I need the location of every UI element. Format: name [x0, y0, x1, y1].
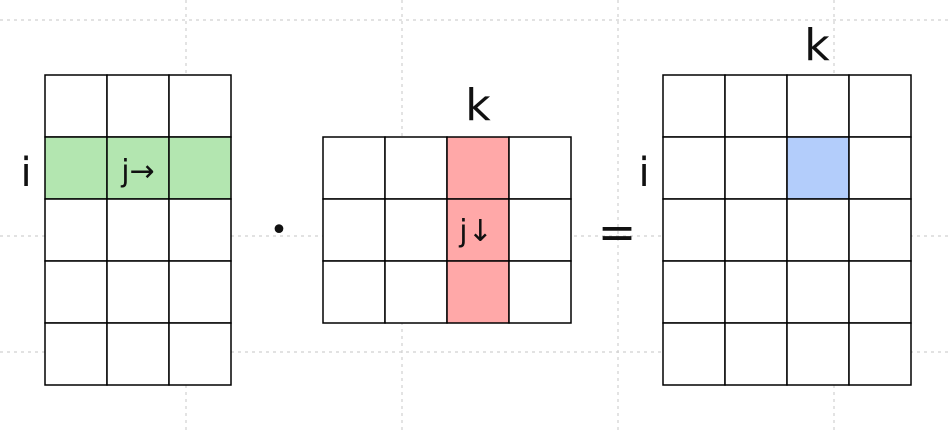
highlighted-matrix-cell	[168, 136, 232, 200]
left-matrix	[44, 74, 232, 386]
matrix-cell	[384, 198, 448, 262]
label-col-arrow: j↓	[458, 214, 492, 249]
matrix-cell	[168, 322, 232, 386]
matrix-cell	[662, 260, 726, 324]
matrix-cell	[168, 74, 232, 138]
matrix-cell	[44, 74, 108, 138]
middle-matrix	[322, 136, 572, 324]
matrix-cell	[384, 260, 448, 324]
result-matrix	[662, 74, 912, 386]
matrix-cell	[322, 198, 386, 262]
matrix-cell	[168, 260, 232, 324]
matrix-cell	[662, 198, 726, 262]
matrix-cell	[724, 74, 788, 138]
matrix-cell	[848, 136, 912, 200]
label-i-left: i	[20, 150, 31, 196]
matrix-cell	[662, 322, 726, 386]
label-i-result: i	[638, 150, 649, 196]
matrix-cell	[724, 322, 788, 386]
matrix-cell	[848, 260, 912, 324]
matrix-cell	[662, 74, 726, 138]
matrix-cell	[508, 136, 572, 200]
matrix-cell	[44, 260, 108, 324]
highlighted-matrix-cell	[106, 136, 170, 200]
matrix-cell	[106, 198, 170, 262]
matrix-cell	[322, 260, 386, 324]
matrix-cell	[508, 198, 572, 262]
highlighted-matrix-cell	[44, 136, 108, 200]
matrix-cell	[848, 322, 912, 386]
matrix-cell	[848, 74, 912, 138]
label-k-middle: k	[465, 80, 491, 131]
operator-dot: •	[270, 213, 288, 248]
matrix-cell	[786, 322, 850, 386]
matrix-cell	[786, 74, 850, 138]
matrix-cell	[106, 74, 170, 138]
matrix-cell	[322, 136, 386, 200]
matrix-cell	[106, 260, 170, 324]
matrix-cell	[724, 260, 788, 324]
matrix-cell	[662, 136, 726, 200]
matrix-cell	[508, 260, 572, 324]
matrix-cell	[44, 322, 108, 386]
highlighted-matrix-cell	[446, 260, 510, 324]
matrix-cell	[724, 198, 788, 262]
highlighted-matrix-cell	[446, 198, 510, 262]
matrix-cell	[44, 198, 108, 262]
matrix-cell	[724, 136, 788, 200]
highlighted-matrix-cell	[446, 136, 510, 200]
matrix-cell	[848, 198, 912, 262]
highlighted-matrix-cell	[786, 136, 850, 200]
matrix-cell	[786, 260, 850, 324]
operator-equals: =	[598, 205, 637, 259]
matrix-cell	[106, 322, 170, 386]
label-k-result: k	[804, 20, 830, 71]
label-row-arrow: j→	[120, 154, 154, 189]
matrix-cell	[384, 136, 448, 200]
matrix-cell	[786, 198, 850, 262]
matrix-cell	[168, 198, 232, 262]
